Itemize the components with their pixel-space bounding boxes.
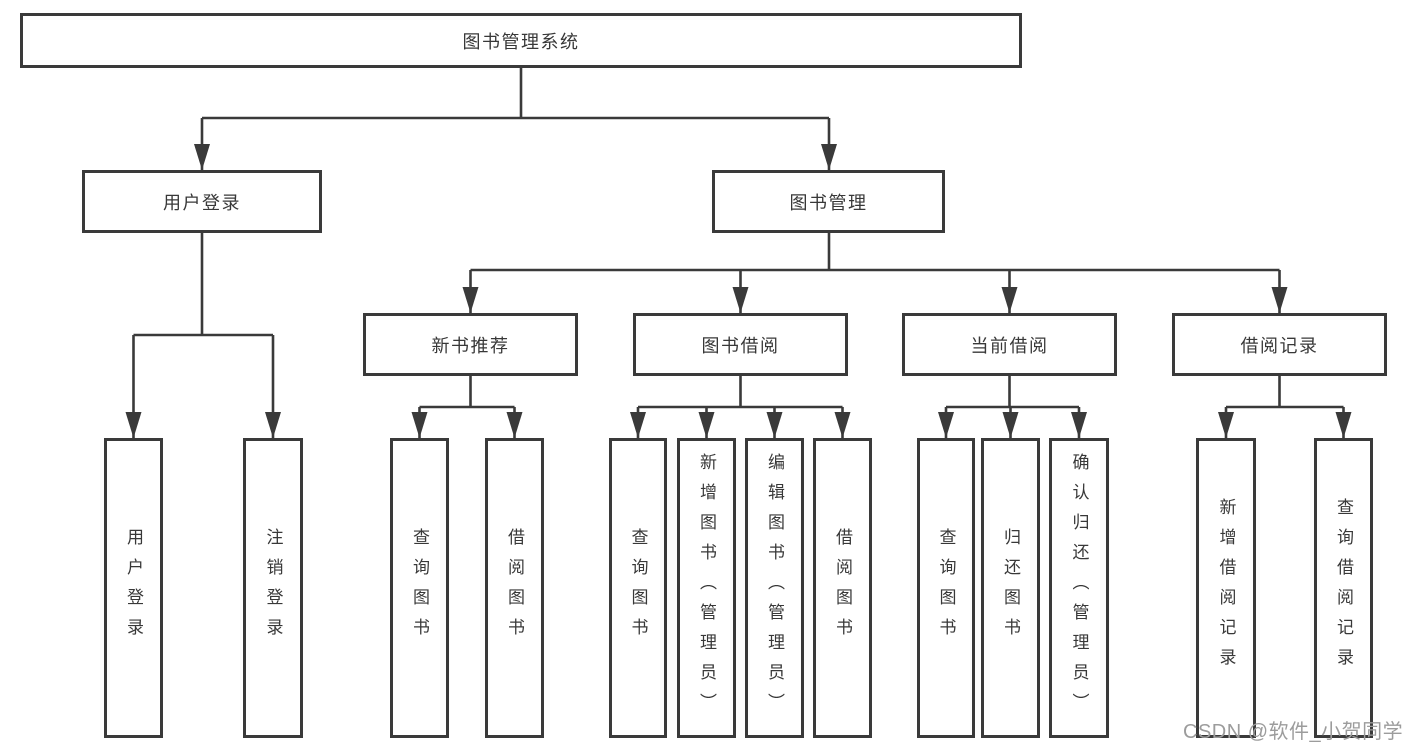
connector-newbook-to-leaves (411, 376, 523, 438)
node-root: 图书管理系统 (20, 13, 1022, 68)
node-book-borrow: 图书借阅 (633, 313, 848, 376)
wire-trunk (470, 233, 1280, 272)
leaf-logout: 注销登录 (243, 438, 303, 738)
wire-trunk (638, 376, 843, 409)
wire-trunk (202, 68, 829, 120)
connector-bookmgmt-to-level3 (462, 233, 1288, 313)
connector-root-to-level2 (194, 68, 837, 170)
wire-trunk (133, 233, 273, 337)
leaf-query-books-recommend: 查询图书 (390, 438, 449, 738)
node-book-management: 图书管理 (712, 170, 945, 233)
leaf-borrow-books-recommend: 借阅图书 (485, 438, 544, 738)
leaf-query-books-current: 查询图书 (917, 438, 975, 738)
connector-borrow-to-leaves (630, 376, 851, 438)
wire-trunk (419, 376, 515, 409)
node-current-borrow: 当前借阅 (902, 313, 1117, 376)
csdn-watermark: CSDN @软件_小贺同学 (1183, 721, 1404, 743)
leaf-query-borrow-record: 查询借阅记录 (1314, 438, 1373, 738)
leaf-add-books-admin: 新增图书（管理员） (677, 438, 736, 738)
node-user-login: 用户登录 (82, 170, 322, 233)
connector-records-to-leaves (1218, 376, 1352, 438)
connector-userlogin-to-leaves (125, 233, 281, 438)
node-borrow-records: 借阅记录 (1172, 313, 1387, 376)
leaf-add-borrow-record: 新增借阅记录 (1196, 438, 1256, 738)
connector-current-to-leaves (938, 376, 1087, 438)
leaf-confirm-return-admin: 确认归还（管理员） (1049, 438, 1109, 738)
leaf-edit-books-admin: 编辑图书（管理员） (745, 438, 804, 738)
leaf-borrow-books: 借阅图书 (813, 438, 872, 738)
wire-trunk (1226, 376, 1344, 409)
wire-trunk (946, 376, 1079, 409)
node-new-book-recommend: 新书推荐 (363, 313, 578, 376)
leaf-return-books: 归还图书 (981, 438, 1040, 738)
leaf-user-login: 用户登录 (104, 438, 163, 738)
leaf-query-books-borrow: 查询图书 (609, 438, 667, 738)
